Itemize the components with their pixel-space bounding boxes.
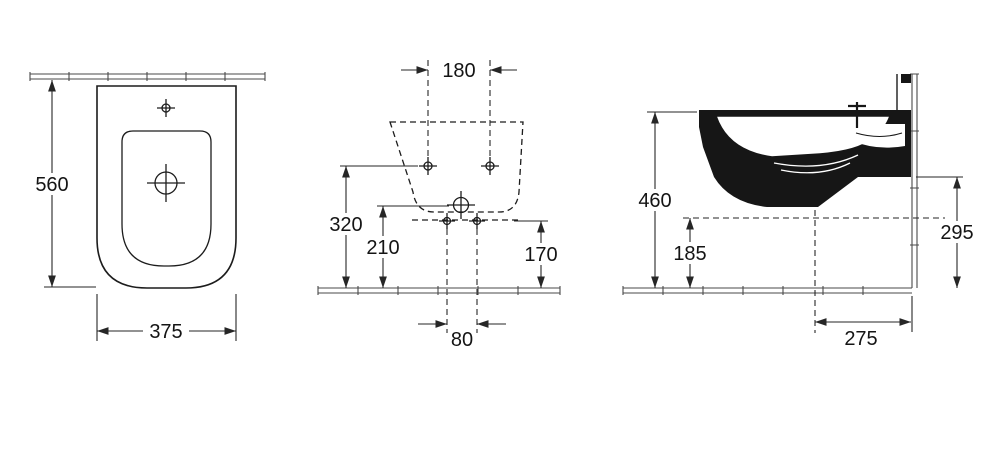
trap-detail-line — [780, 162, 851, 174]
tap-hole-crosshair — [481, 157, 499, 175]
dimension-185: 185 — [667, 217, 945, 288]
label-background — [934, 221, 980, 243]
overflow-channel — [853, 124, 905, 148]
dimension-label: 320 — [329, 214, 362, 236]
front-view: 180 — [317, 60, 564, 351]
label-background — [518, 243, 564, 265]
side-view: 460 185 295 275 — [622, 73, 980, 350]
crosshair-axes — [157, 99, 175, 117]
extension-lines — [427, 60, 491, 157]
dimension-label: 295 — [940, 222, 973, 244]
label-background — [667, 242, 713, 264]
tap-hole-crosshair — [419, 157, 437, 175]
plan-view: 560 375 — [29, 72, 266, 343]
crosshair-axes — [147, 164, 185, 202]
label-background — [323, 213, 369, 235]
dimension-label: 185 — [673, 243, 706, 265]
bidet-hidden-outline — [389, 121, 524, 213]
dimension-275: 275 — [815, 296, 913, 350]
dimension-label: 275 — [844, 328, 877, 350]
dimension-80: 80 — [418, 320, 506, 351]
label-background — [143, 320, 189, 342]
wall-anchor-mark — [901, 74, 911, 83]
bidet-basin-outline — [121, 130, 212, 267]
crosshair-axes — [481, 157, 499, 175]
fixing-hole-crosshair — [439, 213, 455, 229]
dimension-label: 560 — [35, 174, 68, 196]
dimension-560: 560 — [29, 80, 96, 288]
fixing-hole-crosshair — [469, 213, 485, 229]
trap-detail-line — [773, 154, 859, 167]
dimension-label: 375 — [149, 321, 182, 343]
tick-marks — [29, 72, 266, 81]
overflow-channel-line — [855, 132, 903, 137]
tick-marks — [317, 286, 561, 295]
crosshair-axes — [447, 191, 475, 219]
tick-marks — [622, 286, 864, 295]
tick-marks — [910, 73, 919, 246]
wall-surface-line — [910, 73, 919, 288]
label-background — [360, 236, 406, 258]
drain-crosshair — [447, 191, 475, 219]
floor-surface-line — [317, 286, 561, 295]
bidet-side-profile — [699, 74, 911, 207]
wall-surface-line — [29, 72, 266, 81]
dimension-label: 210 — [366, 237, 399, 259]
dimension-170: 170 — [514, 220, 564, 288]
bidet-outer-outline — [96, 85, 237, 289]
drain-crosshair — [147, 164, 185, 202]
dimension-180: 180 — [401, 60, 517, 157]
dimension-label: 170 — [524, 244, 557, 266]
tap-hole-crosshair — [157, 99, 175, 117]
dimension-460: 460 — [632, 111, 697, 288]
dimension-210: 210 — [360, 205, 449, 288]
dimension-label: 460 — [638, 190, 671, 212]
dimension-295: 295 — [916, 176, 980, 288]
crosshair-axes — [419, 157, 437, 175]
crosshair-axes — [469, 213, 485, 229]
floor-surface-line — [622, 286, 912, 295]
dimension-label: 180 — [442, 60, 475, 82]
label-background — [29, 173, 75, 195]
water-inlet-mark — [848, 102, 866, 128]
label-background — [632, 189, 678, 211]
dimension-label: 80 — [451, 329, 473, 351]
fixing-centerlines — [446, 229, 478, 333]
dimension-375: 375 — [96, 294, 237, 343]
crosshair-axes — [439, 213, 455, 229]
dimension-320: 320 — [323, 165, 418, 288]
